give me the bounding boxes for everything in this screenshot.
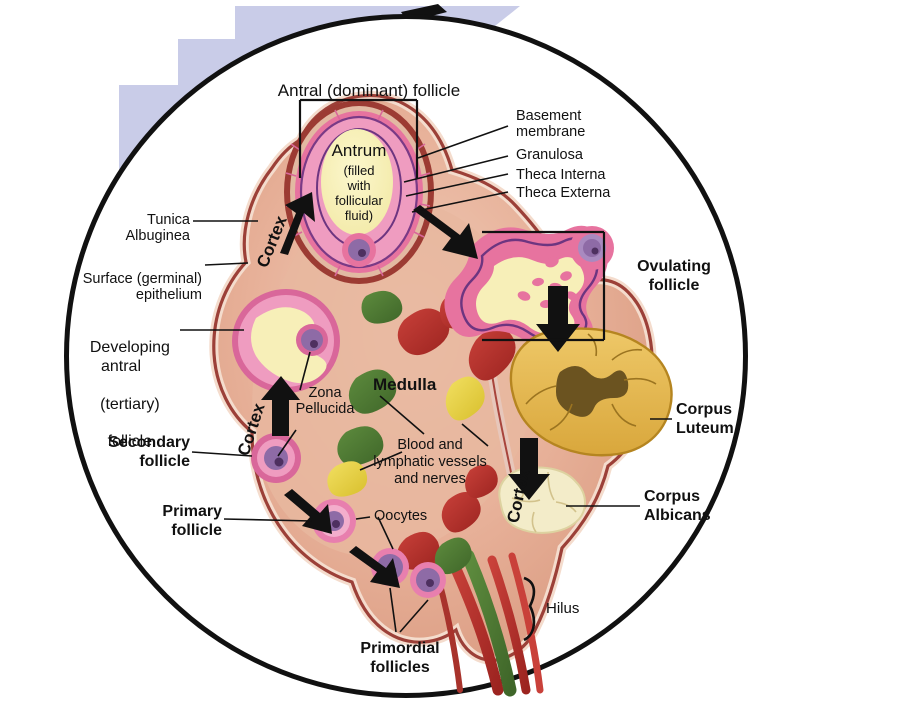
label-antrum-title: Antrum (331, 141, 387, 160)
cortex-lower-text: Cortex (503, 467, 534, 525)
label-secondary-follicle: Secondary follicle (108, 434, 190, 470)
antral-dominant-follicle (284, 100, 434, 284)
label-granulosa: Granulosa (516, 147, 583, 163)
label-hilus: Hilus (546, 600, 580, 617)
label-ovulating-follicle: Ovulating follicle (637, 258, 711, 294)
developing-antral-follicle (232, 289, 340, 393)
developing-regular: (tertiary) (100, 395, 160, 413)
label-primordial-follicles: Primordial follicles (360, 640, 440, 676)
medulla-vessels (327, 290, 516, 575)
developing-bold-1: Developing antral (89, 338, 170, 375)
label-zona-pellucida: Zona Pellucida (295, 385, 355, 418)
label-basement-membrane: Basement membrane (516, 108, 586, 141)
label-developing-antral-follicle: Developing antral (tertiary) follicle (62, 320, 180, 471)
antral-regular: (dominant) (322, 81, 413, 101)
label-tunica-albuginea: Tunica Albuginea (125, 212, 191, 245)
label-corpus-luteum: Corpus Luteum (676, 401, 734, 437)
cortex-mid-text: Cortex (233, 401, 269, 459)
label-medulla: Medulla (373, 375, 437, 394)
label-oocytes: Oocytes (374, 508, 428, 524)
label-theca-interna: Theca Interna (516, 167, 606, 183)
label-theca-externa: Theca Externa (516, 185, 611, 201)
label-corpus-albicans: Corpus Albicans (644, 488, 711, 524)
antral-bold-1: Antral (277, 81, 323, 101)
label-blood-lymph-nerves: Blood and lymphatic vessels and nerves (373, 437, 487, 487)
antral-bold-2: follicle (412, 81, 461, 101)
corpus-luteum (509, 327, 673, 457)
label-primary-follicle: Primary follicle (162, 503, 222, 539)
cycle-arrows (261, 192, 580, 588)
label-surface-germinal-epithelium: Surface (germinal) epithelium (82, 271, 202, 304)
cortex-upper-text: Cortex (253, 213, 291, 271)
developing-bold-2: follicle (107, 433, 153, 451)
secondary-follicle (251, 433, 301, 483)
label-antrum-subtitle: (filled with follicular fluid) (335, 163, 383, 223)
label-antral-dominant-follicle: Antral (dominant) follicle (255, 62, 465, 119)
